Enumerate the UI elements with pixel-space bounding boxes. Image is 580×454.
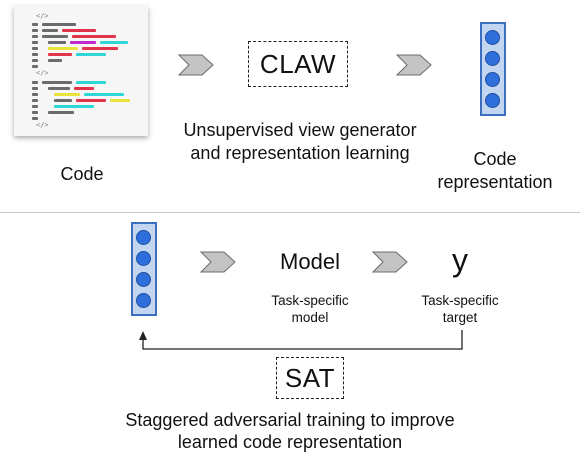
vector-icon xyxy=(131,222,157,316)
rep-caption-line1: Code xyxy=(473,149,517,169)
sat-box: SAT xyxy=(276,357,344,399)
code-snippet-icon: </> </> </> xyxy=(14,6,148,136)
vector-dot xyxy=(485,51,500,66)
vector-dot xyxy=(136,272,151,287)
model-caption-line2: model xyxy=(291,310,329,325)
vector-dot xyxy=(136,251,151,266)
code-tag: </> xyxy=(36,121,49,129)
chevron-right-icon xyxy=(200,251,236,273)
claw-box: CLAW xyxy=(248,41,348,87)
chevron-right-icon xyxy=(372,251,408,273)
chevron-right-icon xyxy=(396,54,432,76)
vector-dot xyxy=(485,72,500,87)
code-tag: </> xyxy=(36,69,49,77)
model-label: Model xyxy=(280,249,340,274)
vector-dot xyxy=(485,93,500,108)
target-caption-line2: target xyxy=(442,310,478,325)
claw-caption-line2: and representation learning xyxy=(190,143,410,163)
vector-dot xyxy=(136,230,151,245)
sat-caption-line2: learned code representation xyxy=(177,432,403,452)
vector-dot xyxy=(136,293,151,308)
target-caption-line1: Task-specific xyxy=(421,293,499,308)
sat-caption-line1: Staggered adversarial training to improv… xyxy=(125,410,455,430)
vector-icon xyxy=(480,22,506,116)
code-label: Code xyxy=(60,164,104,184)
claw-caption-line1: Unsupervised view generator xyxy=(183,120,417,140)
chevron-right-icon xyxy=(178,54,214,76)
model-caption-line1: Task-specific xyxy=(271,293,349,308)
section-divider xyxy=(0,212,580,213)
target-label: y xyxy=(452,242,468,278)
rep-caption-line2: representation xyxy=(437,172,553,192)
vector-dot xyxy=(485,30,500,45)
code-tag: </> xyxy=(36,12,49,20)
